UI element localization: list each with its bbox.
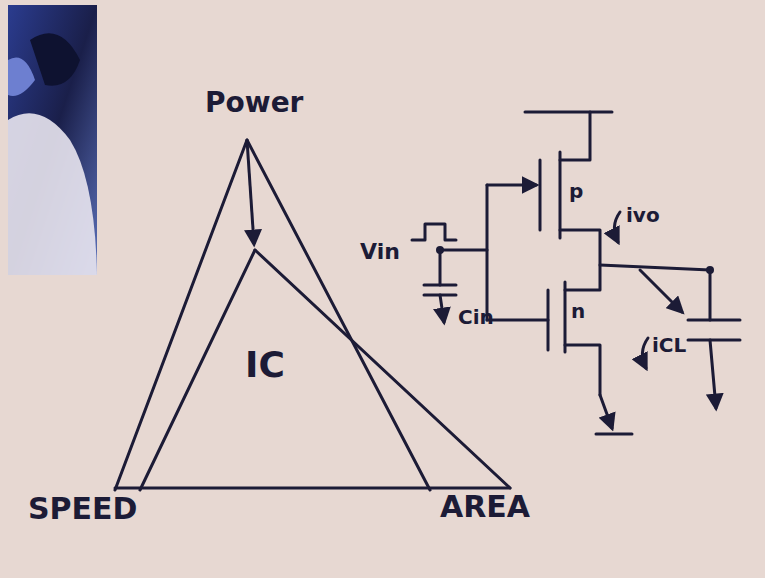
tradeoff-triangle: IC bbox=[108, 132, 518, 494]
triangle-side bbox=[247, 140, 430, 490]
cmos-inverter-schematic bbox=[412, 112, 740, 434]
current-name: iCL bbox=[652, 334, 686, 356]
triangle-side bbox=[140, 250, 255, 490]
signal-name: Vin bbox=[360, 240, 400, 264]
shift-arrow bbox=[247, 140, 254, 244]
video-inset bbox=[8, 5, 97, 275]
junction-dots bbox=[436, 246, 714, 274]
device-type: p bbox=[569, 180, 583, 202]
center-label: IC bbox=[245, 345, 285, 385]
vertex-label: Power bbox=[205, 88, 303, 119]
vertex-label: SPEED bbox=[28, 492, 137, 525]
current-name: ivo bbox=[626, 204, 660, 226]
triangle-side bbox=[115, 487, 510, 490]
triangle-outline bbox=[108, 132, 518, 494]
device-type: n bbox=[571, 300, 585, 322]
capacitance-name: Cin bbox=[458, 306, 494, 328]
triangle-side bbox=[115, 140, 247, 490]
vertex-label: AREA bbox=[440, 490, 530, 523]
triangle-side bbox=[255, 250, 510, 488]
